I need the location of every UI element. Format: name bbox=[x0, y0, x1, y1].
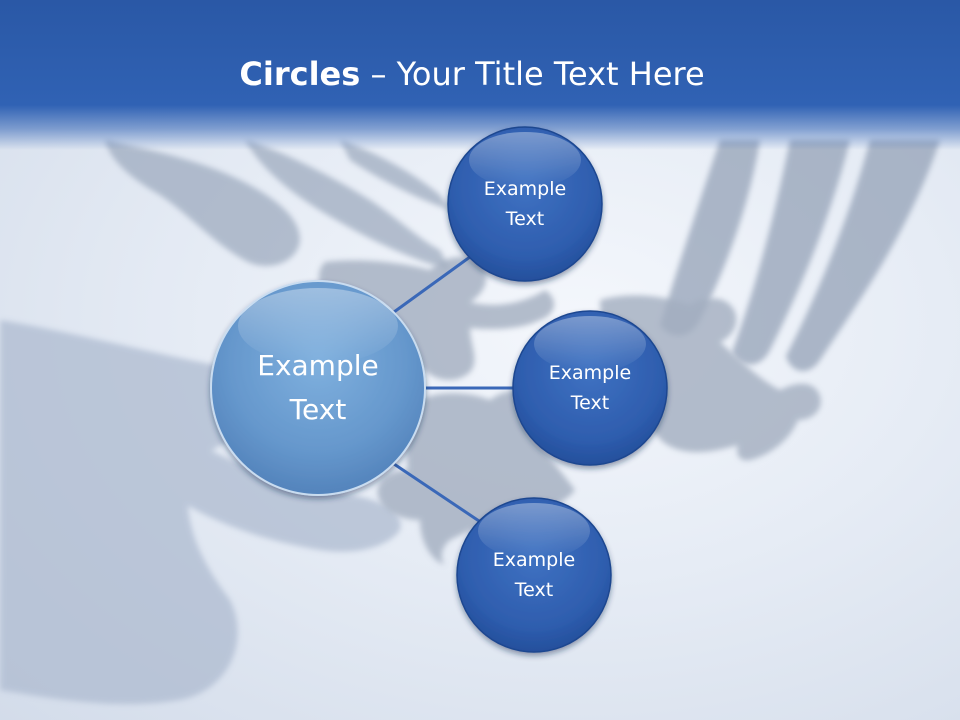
title-regular-text: – Your Title Text Here bbox=[360, 55, 705, 93]
slide-title: Circles – Your Title Text Here bbox=[0, 52, 944, 96]
satellite-circle-bottom[interactable] bbox=[456, 497, 612, 653]
top-fingers-shape bbox=[105, 140, 450, 270]
center-circle[interactable] bbox=[210, 280, 426, 496]
center-circle-label: Example Text bbox=[257, 349, 379, 426]
satellite-label-middle: Example Text bbox=[548, 362, 632, 414]
connector-bottom bbox=[393, 462, 483, 525]
satellite-circle-top[interactable] bbox=[447, 126, 603, 282]
satellite-label-top: Example Text bbox=[483, 178, 567, 230]
right-hand-shape bbox=[660, 140, 940, 372]
satellite-circle-middle[interactable] bbox=[512, 310, 668, 466]
satellite-label-bottom: Example Text bbox=[492, 549, 576, 601]
title-bold-text: Circles bbox=[239, 55, 361, 93]
connector-top bbox=[393, 252, 475, 314]
title-bar bbox=[0, 0, 960, 150]
